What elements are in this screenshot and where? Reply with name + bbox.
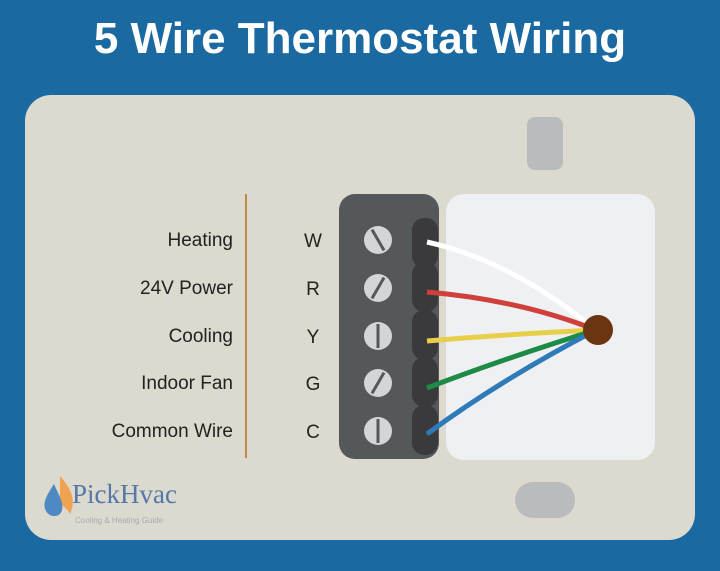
wire-w [426,239,598,332]
screw-slot [370,276,386,300]
top-slot [527,117,563,170]
terminal-clamp [412,405,438,455]
bottom-slot [515,482,575,518]
pickhvac-logo: PickHvac Cooling & Heating Guide [44,476,177,525]
terminal-letter: W [304,231,322,252]
wire-g [426,327,597,391]
wire-y [426,327,597,344]
terminal-label: Common Wire [112,421,233,442]
page-title: 5 Wire Thermostat Wiring [93,14,627,63]
water-drop-icon [44,484,63,517]
terminal-clamp [412,262,438,312]
wire-c [425,327,598,437]
terminal-letter: G [306,374,321,395]
terminal-clamp [412,357,438,407]
wire-r [426,289,597,333]
screw-slot [370,228,386,252]
terminal-clamp [412,310,438,360]
flame-icon [60,476,73,514]
terminal-clamp [412,218,438,268]
wire-hub [583,315,613,345]
terminal-letter: R [306,279,320,300]
terminal-label: Indoor Fan [141,373,233,394]
terminal-letter: Y [307,327,320,348]
terminal-letter: C [306,422,320,443]
terminal-label: 24V Power [140,278,234,299]
terminal-label: Cooling [169,326,233,347]
screw-slot [370,371,386,395]
circuit-board [446,194,655,460]
logo-tagline: Cooling & Heating Guide [75,516,164,525]
terminal-label: Heating [168,230,234,251]
logo-name: PickHvac [72,479,177,509]
